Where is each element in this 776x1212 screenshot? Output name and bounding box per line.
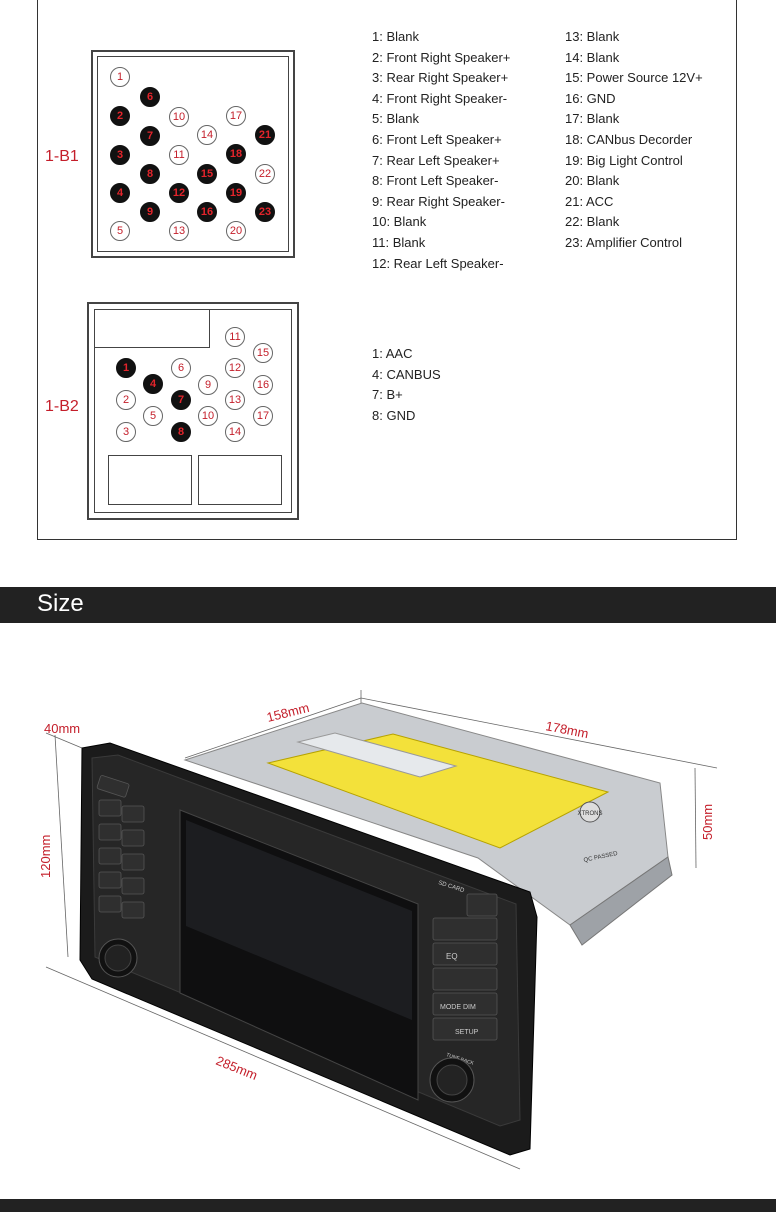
- device-chassis: XTRONS QC PASSED: [183, 702, 673, 946]
- pin-5-marker: 5: [110, 221, 130, 241]
- pin-8-marker: 8: [140, 164, 160, 184]
- pin-21-marker: 21: [255, 125, 275, 145]
- dimension-front-height: 120mm: [38, 835, 53, 878]
- pin-6-marker: 6: [140, 87, 160, 107]
- pin-entry: 1: AAC: [372, 346, 413, 361]
- pin-10-marker: 10: [169, 107, 189, 127]
- dimension-lines: [45, 690, 718, 1170]
- connector-b1-label: 1-B1: [45, 148, 79, 165]
- pin-entry: 9: Rear Right Speaker-: [372, 193, 505, 209]
- connector-b1-pin-list-left: 1: Blank 2: Front Right Speaker+ 3: Rear…: [372, 27, 510, 274]
- svg-text:XTRONS: XTRONS: [577, 811, 602, 817]
- pin-entry: 14: Blank: [565, 49, 620, 65]
- pin-entry: 7: Rear Left Speaker+: [372, 152, 500, 168]
- pin-16-marker: 16: [253, 375, 273, 395]
- pin-entry: 1: Blank: [372, 29, 419, 44]
- pin-entry: 2: Front Right Speaker+: [372, 49, 511, 65]
- connector-b2-label: 1-B2: [45, 398, 79, 415]
- connector-b2-diagram: [87, 302, 299, 520]
- dimension-top: 158mm: [265, 700, 311, 725]
- pin-entry: 20: Blank: [565, 173, 620, 189]
- pin-18-marker: 18: [226, 144, 246, 164]
- pin-7-marker: 7: [140, 126, 160, 146]
- next-section-header: [0, 1199, 776, 1212]
- connector-b1-diagram: [91, 50, 295, 258]
- eq-label: EQ: [446, 952, 458, 961]
- pin-entry: 22: Blank: [565, 214, 620, 230]
- pin-entry: 3: Rear Right Speaker+: [372, 70, 509, 86]
- pin-entry: 23: Amplifier Control: [565, 234, 683, 250]
- pin-15-marker: 15: [197, 164, 217, 184]
- device-dimension-drawing: 40mm 158mm 178mm 120mm 50mm 285mm XTRONS…: [38, 690, 718, 1170]
- pin-11-marker: 11: [169, 145, 189, 165]
- pin-17-marker: 17: [226, 106, 246, 126]
- size-section-title: Size: [37, 590, 84, 617]
- connector-b1-pin-list-right: 13: Blank 14: Blank 15: Power Source 12V…: [565, 27, 703, 254]
- pin-1-marker: 1: [110, 67, 130, 87]
- pin-13-marker: 13: [225, 390, 245, 410]
- pin-19-marker: 19: [226, 183, 246, 203]
- pin-10-marker: 10: [198, 406, 218, 426]
- pin-17-marker: 17: [253, 406, 273, 426]
- pin-entry: 11: Blank: [372, 234, 426, 250]
- dimension-front-depth: 40mm: [44, 721, 80, 736]
- pin-13-marker: 13: [169, 221, 189, 241]
- pin-2-marker: 2: [110, 106, 130, 126]
- pin-entry: 16: GND: [565, 90, 616, 106]
- pin-entry: 18: CANbus Decorder: [565, 131, 693, 147]
- pin-22-marker: 22: [255, 164, 275, 184]
- pin-entry: 10: Blank: [372, 214, 427, 230]
- pin-23-marker: 23: [255, 202, 275, 222]
- pin-4-marker: 4: [143, 374, 163, 394]
- pin-3-marker: 3: [116, 422, 136, 442]
- pin-entry: 8: Front Left Speaker-: [372, 173, 499, 189]
- pin-entry: 4: CANBUS: [372, 366, 441, 382]
- pin-entry: 5: Blank: [372, 111, 419, 127]
- pin-9-marker: 9: [140, 202, 160, 222]
- dimension-depth: 178mm: [544, 718, 589, 741]
- pin-entry: 4: Front Right Speaker-: [372, 90, 508, 106]
- dimension-chassis-height: 50mm: [700, 804, 715, 840]
- connector-b2-pin-list: 1: AAC 4: CANBUS 7: B+ 8: GND: [372, 344, 441, 426]
- pin-entry: 13: Blank: [565, 29, 620, 44]
- pin-1-marker: 1: [116, 358, 136, 378]
- pin-16-marker: 16: [197, 202, 217, 222]
- pin-12-marker: 12: [225, 358, 245, 378]
- pin-6-marker: 6: [171, 358, 191, 378]
- pin-11-marker: 11: [225, 327, 245, 347]
- pin-3-marker: 3: [110, 145, 130, 165]
- pin-8-marker: 8: [171, 422, 191, 442]
- size-section-header: Size: [0, 587, 776, 623]
- pin-7-marker: 7: [171, 390, 191, 410]
- dimension-width: 285mm: [214, 1053, 260, 1083]
- pin-entry: 17: Blank: [565, 111, 620, 127]
- pin-20-marker: 20: [226, 221, 246, 241]
- pin-entry: 12: Rear Left Speaker-: [372, 255, 504, 271]
- pin-9-marker: 9: [198, 375, 218, 395]
- pin-5-marker: 5: [143, 406, 163, 426]
- pin-14-marker: 14: [197, 125, 217, 145]
- pin-entry: 19: Big Light Control: [565, 152, 683, 168]
- pin-12-marker: 12: [169, 183, 189, 203]
- setup-label: SETUP: [455, 1029, 479, 1036]
- pin-entry: 21: ACC: [565, 193, 614, 209]
- pin-entry: 7: B+: [372, 387, 403, 403]
- pin-entry: 8: GND: [372, 407, 416, 423]
- pin-4-marker: 4: [110, 183, 130, 203]
- mode-dim-label: MODE DIM: [440, 1004, 476, 1011]
- pin-2-marker: 2: [116, 390, 136, 410]
- pin-14-marker: 14: [225, 422, 245, 442]
- device-front-panel: SD CARD EQ MODE DIM SETUP TUNE BACK: [79, 742, 538, 1156]
- pin-entry: 15: Power Source 12V+: [565, 70, 703, 86]
- pin-entry: 6: Front Left Speaker+: [372, 131, 502, 147]
- pin-15-marker: 15: [253, 343, 273, 363]
